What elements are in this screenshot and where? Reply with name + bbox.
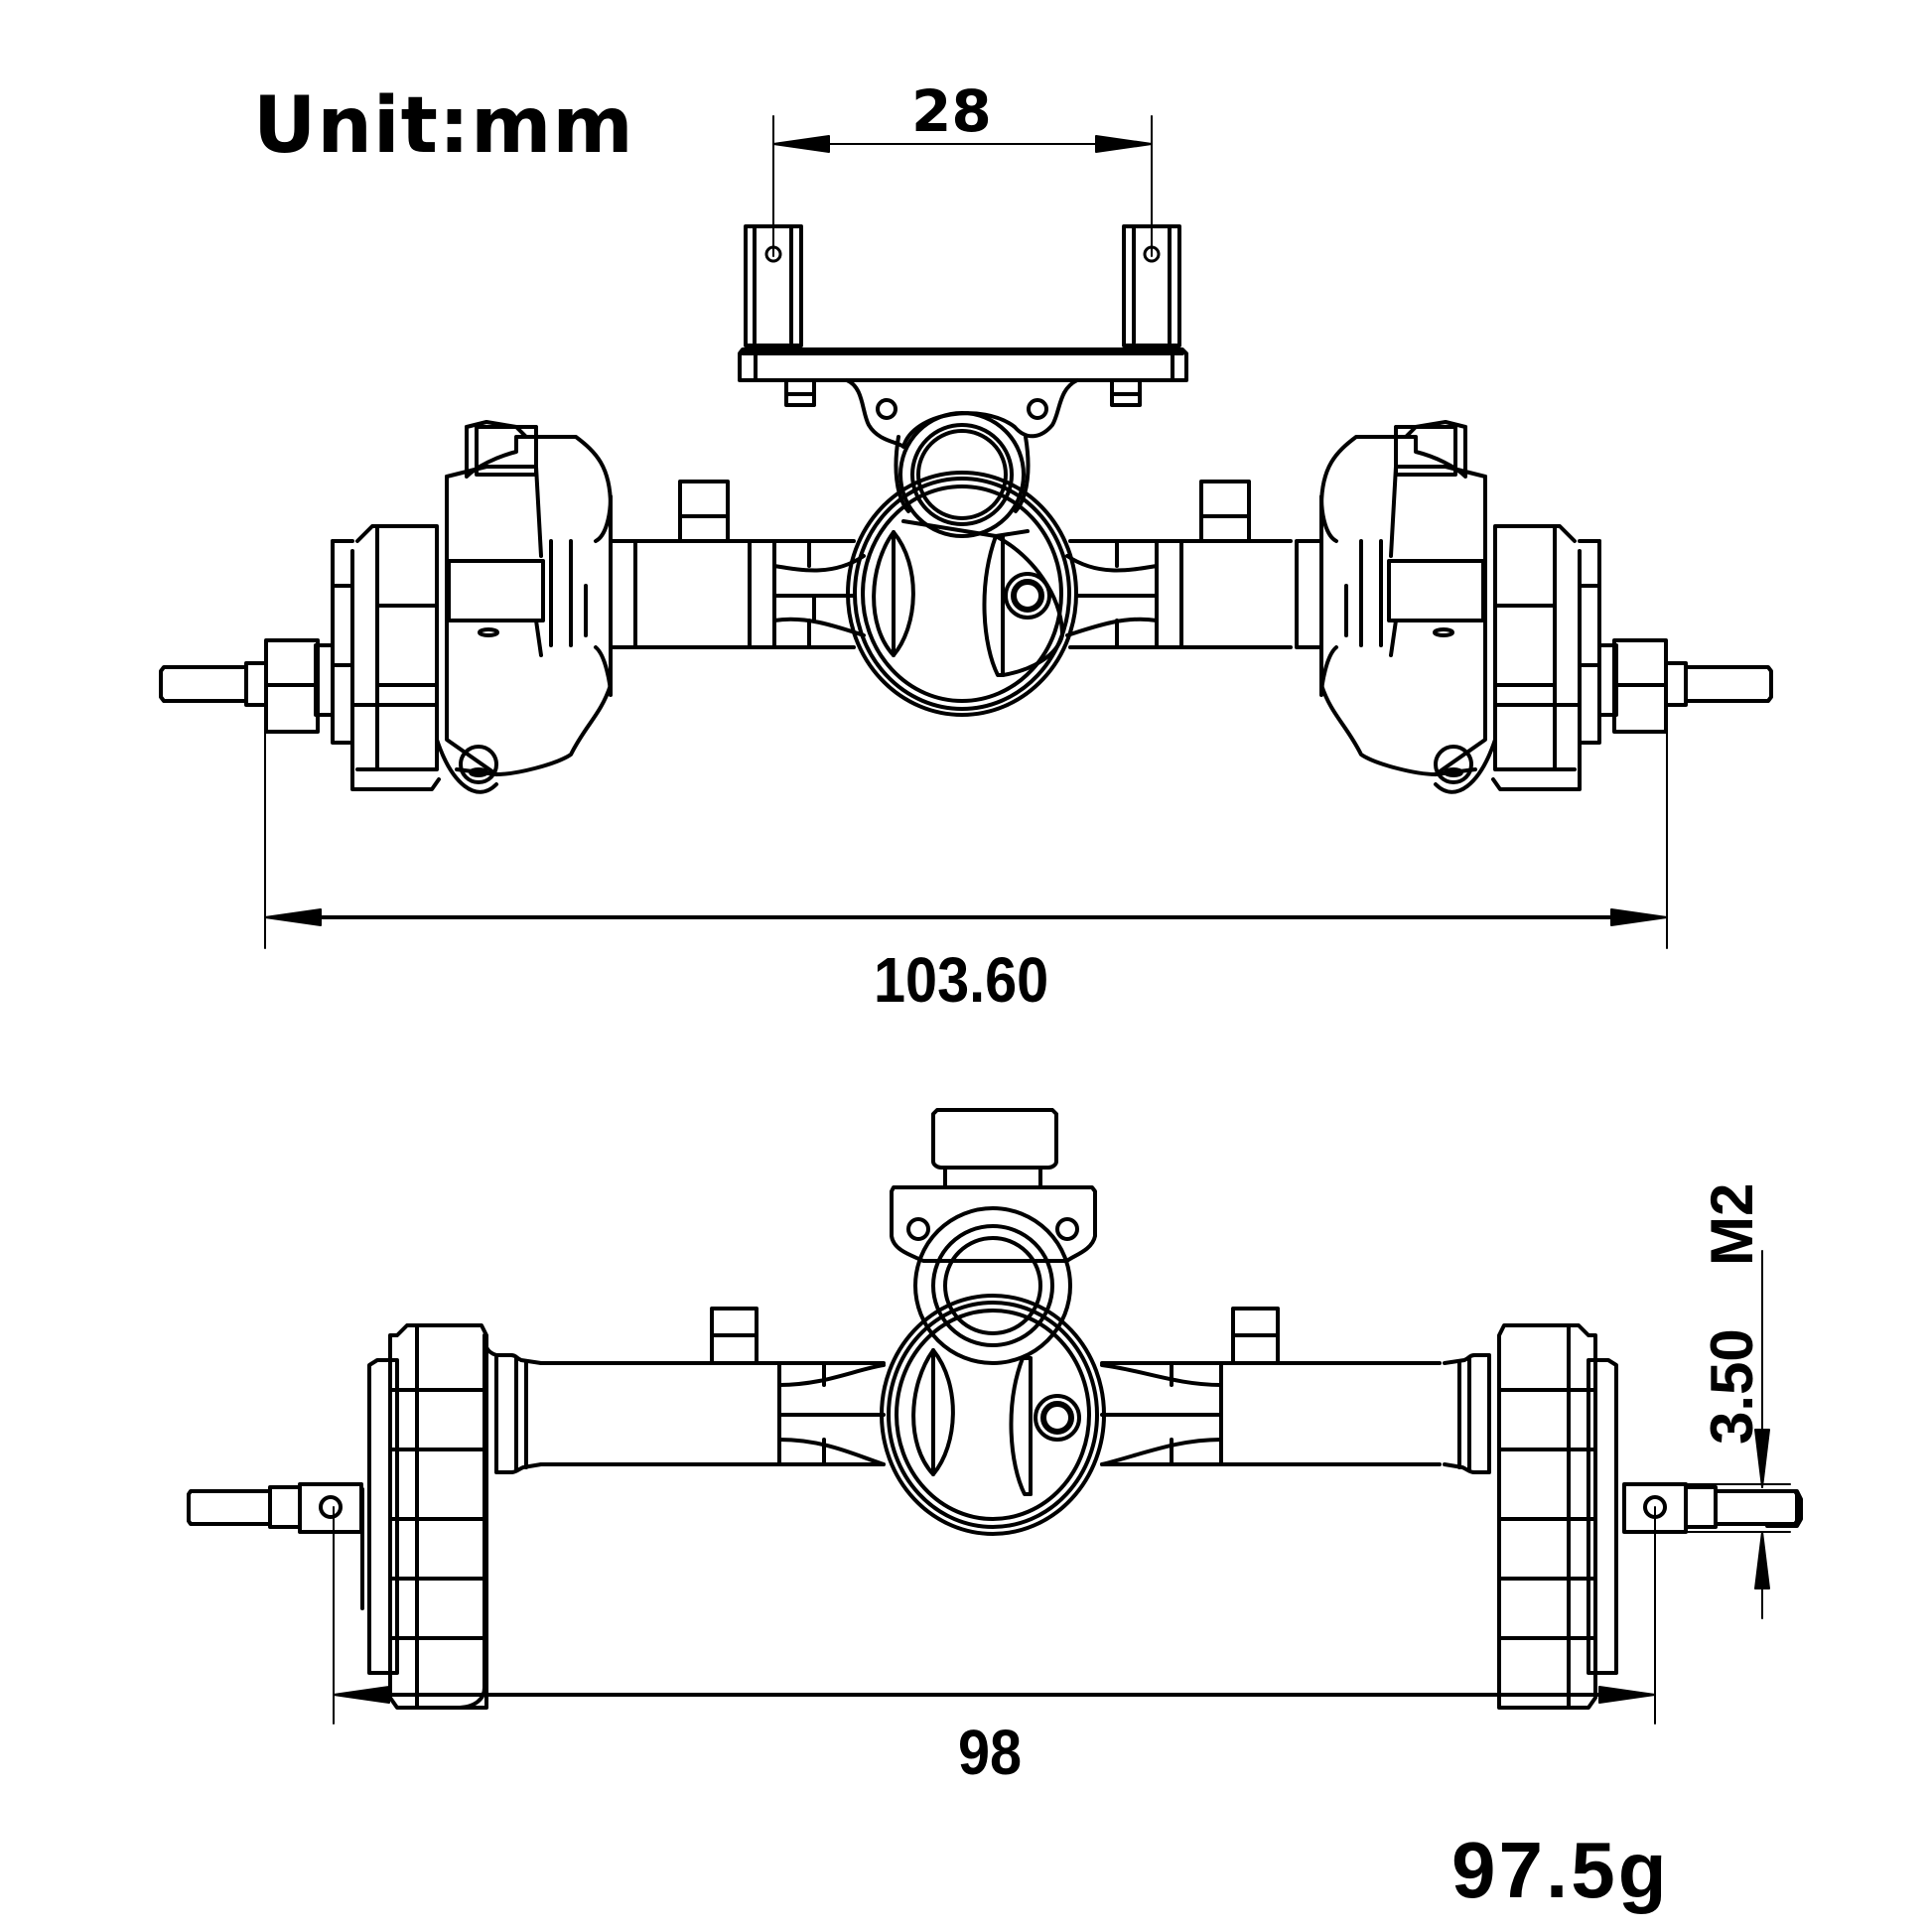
steering-knuckle-right (1295, 420, 1773, 794)
dimension-hub-width: 98 (958, 1717, 1023, 1788)
servo-mount-bracket (738, 224, 1188, 407)
top-view-axle (159, 115, 1773, 949)
servo-mount-box (890, 1108, 1097, 1365)
unit-label: Unit:mm (253, 81, 634, 171)
dimension-mount-spacing: 28 (911, 77, 992, 145)
steering-knuckle-left (159, 420, 637, 794)
differential-upper (845, 378, 1079, 538)
axle-tube-left (633, 480, 866, 649)
wheel-hub-left (187, 1323, 543, 1710)
dimension-thread: M2 (1699, 1182, 1765, 1266)
dimension-103-lines (264, 731, 1668, 949)
axle-tube-right (1065, 480, 1293, 649)
differential-cover-front (880, 1294, 1106, 1536)
dimension-28-lines (772, 115, 1153, 257)
differential-cover (846, 471, 1078, 717)
dimension-overall-width: 103.60 (874, 944, 1049, 1016)
dimension-350-lines (1677, 1250, 1803, 1619)
dimension-98-lines (333, 1506, 1656, 1725)
bottom-view-axle (187, 1108, 1803, 1725)
axle-tube-front (539, 1307, 1442, 1466)
weight-label: 97.5g (1451, 1826, 1670, 1914)
dimension-hex-thickness: 3.50 (1699, 1328, 1765, 1445)
